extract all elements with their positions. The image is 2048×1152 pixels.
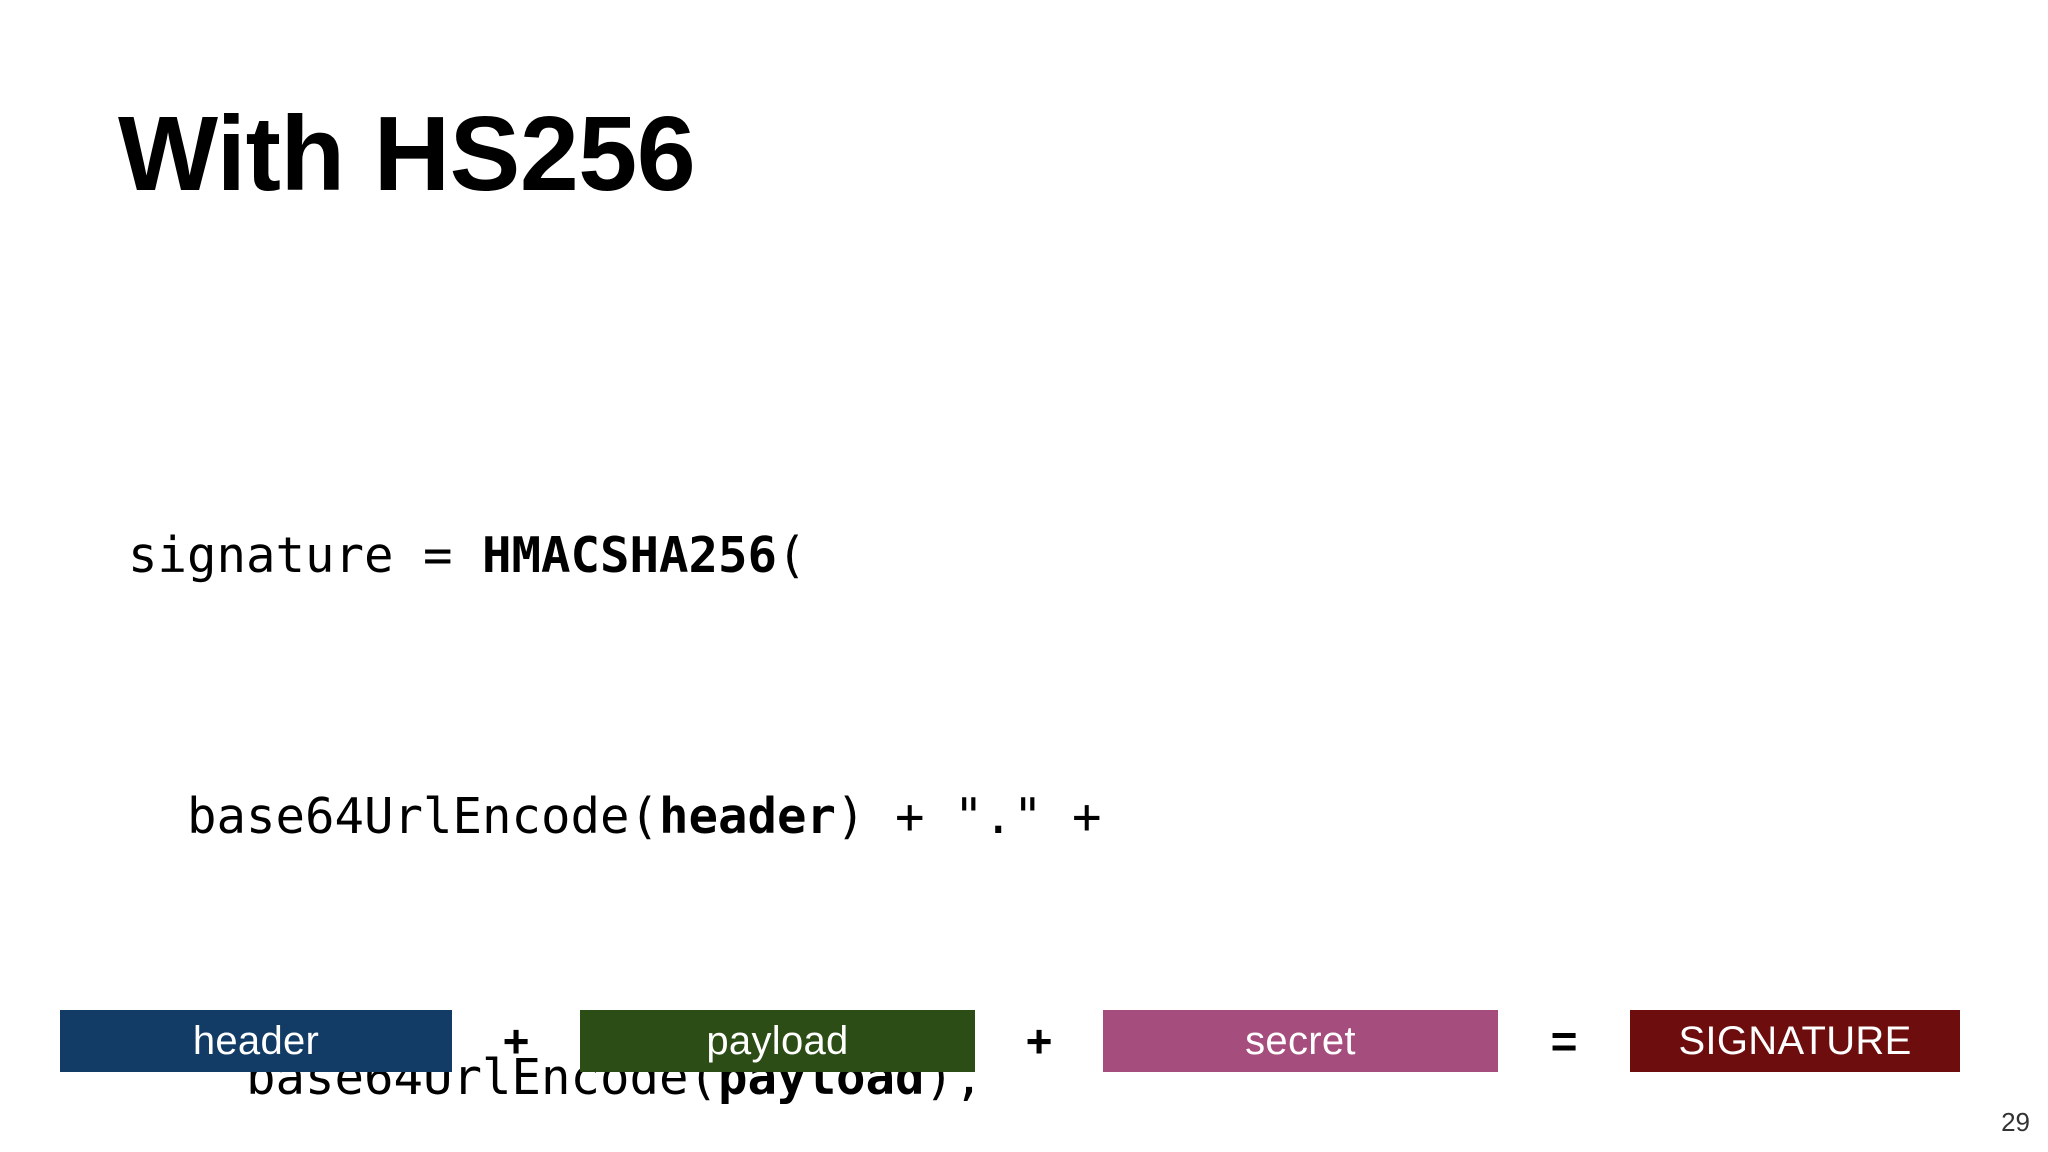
token-box-secret: secret — [1103, 1010, 1498, 1072]
code-token: base64UrlEncode( — [187, 788, 660, 845]
token-operator-label: + — [1025, 1015, 1053, 1067]
page-title: With HS256 — [118, 95, 696, 213]
token-operator-plus-1: + — [452, 1010, 580, 1072]
code-token: ( — [777, 527, 807, 584]
token-operator-equals: = — [1498, 1010, 1630, 1072]
token-label: header — [192, 1018, 320, 1063]
code-token-emphasis: HMACSHA256 — [482, 527, 778, 584]
code-token-emphasis: header — [659, 788, 837, 845]
token-box-signature: SIGNATURE — [1630, 1010, 1960, 1072]
jwt-token-bar: header + payload + secret = SIGNATURE — [60, 1010, 1990, 1072]
page-number: 29 — [2001, 1107, 2030, 1137]
code-token: ) + "." + — [836, 788, 1102, 845]
code-line: base64UrlEncode(header) + "." + — [128, 773, 1102, 860]
token-box-header: header — [60, 1010, 452, 1072]
token-label: SIGNATURE — [1678, 1018, 1912, 1063]
token-operator-plus-2: + — [975, 1010, 1103, 1072]
code-line: signature = HMACSHA256( — [128, 512, 1102, 599]
token-operator-label: = — [1550, 1015, 1578, 1067]
code-token: signature = — [128, 527, 483, 584]
token-operator-label: + — [502, 1015, 530, 1067]
token-label: payload — [706, 1018, 849, 1063]
token-label: secret — [1245, 1018, 1356, 1063]
token-box-payload: payload — [580, 1010, 975, 1072]
